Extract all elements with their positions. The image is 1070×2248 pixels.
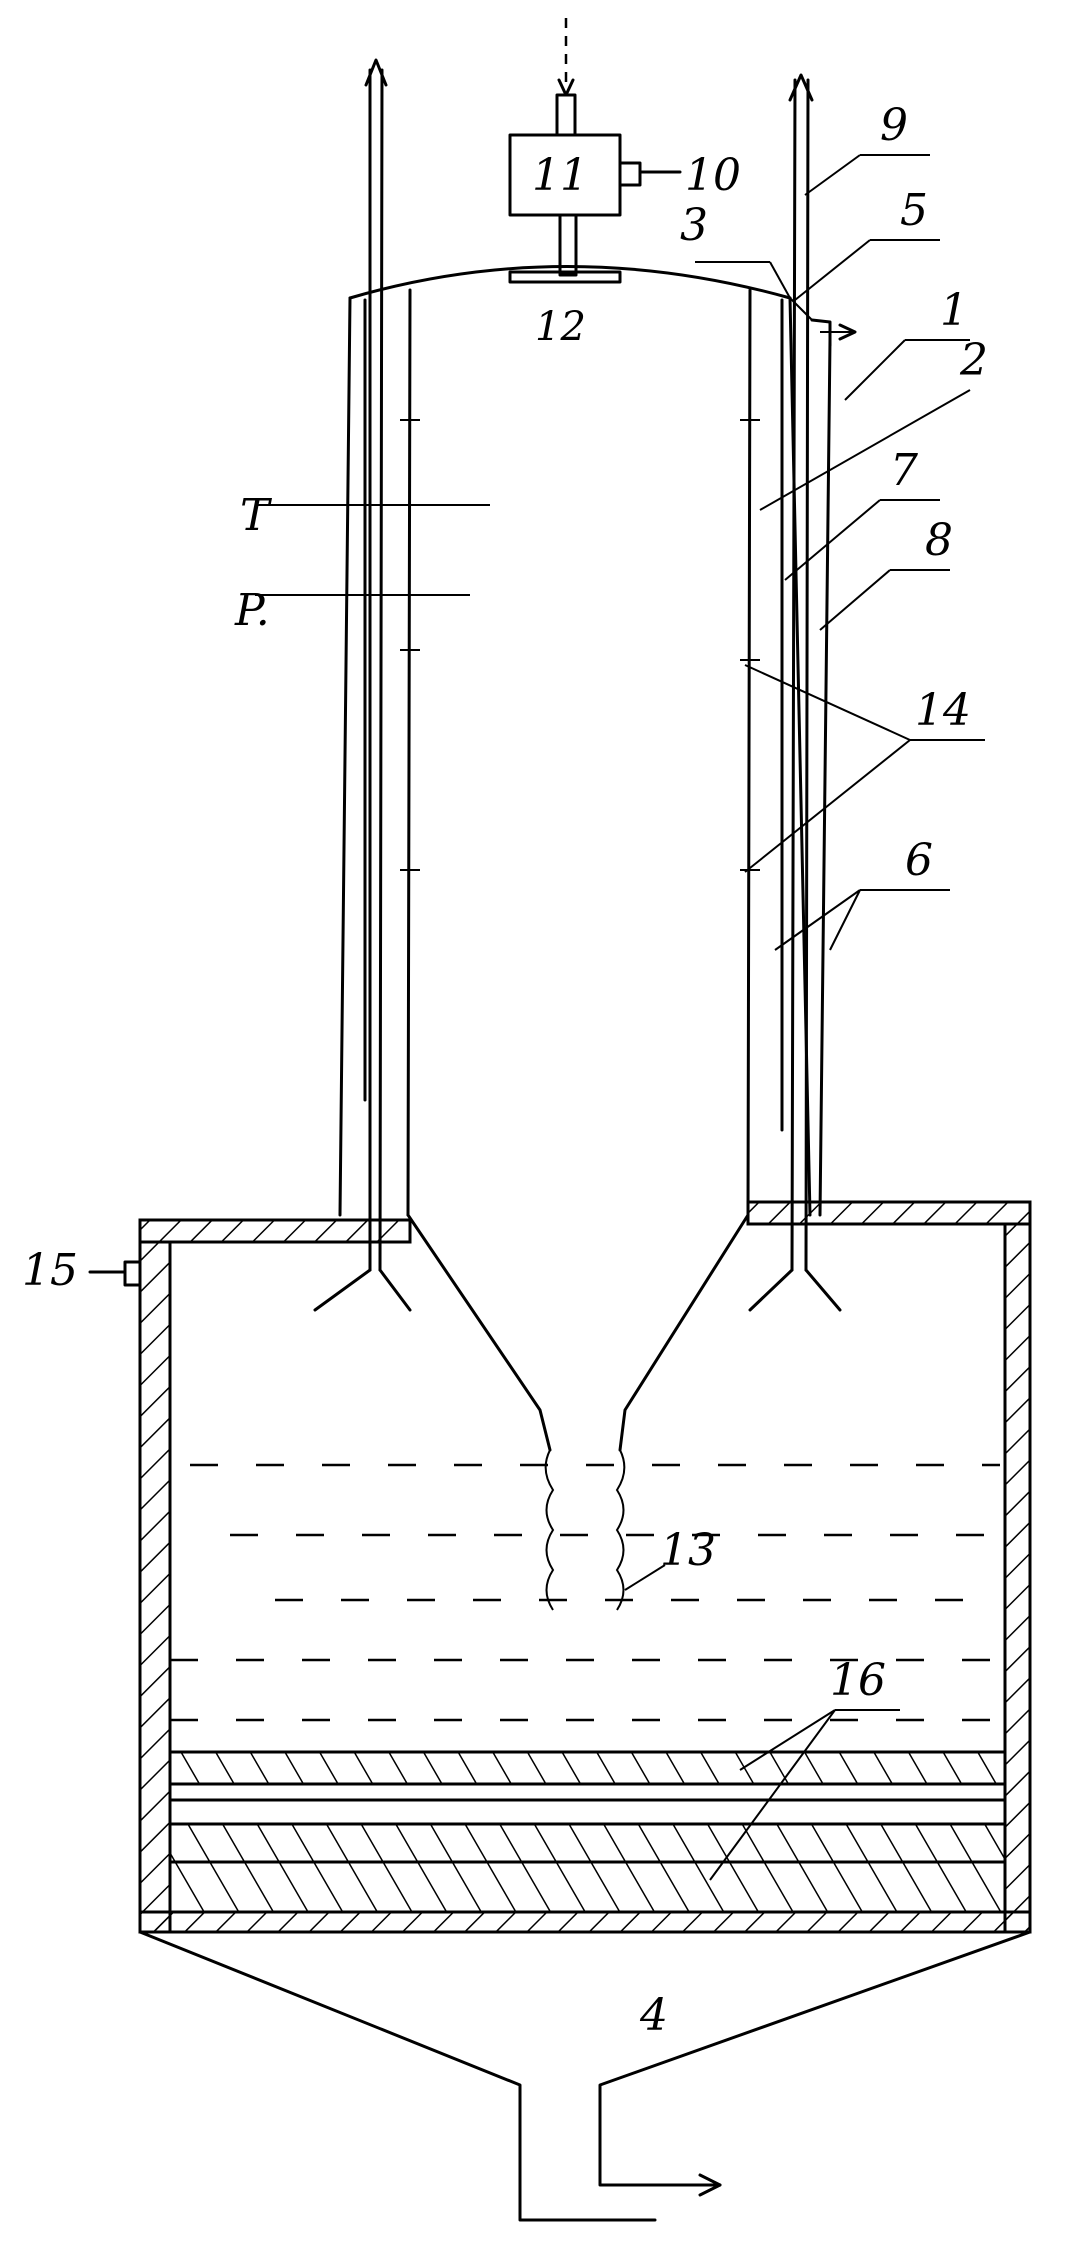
reactor-funnel xyxy=(406,1213,750,1611)
water-levels xyxy=(170,1463,1000,1722)
feed-inlet xyxy=(555,18,577,137)
label-8: 8 xyxy=(925,515,953,566)
label-P: P. xyxy=(234,585,270,636)
right-gas-tube xyxy=(748,73,842,1312)
label-9: 9 xyxy=(880,100,908,151)
label-1: 1 xyxy=(940,285,968,336)
label-15: 15 xyxy=(22,1245,78,1296)
label-5: 5 xyxy=(900,185,928,236)
label-2: 2 xyxy=(959,335,988,386)
label-16: 16 xyxy=(830,1655,886,1706)
feeder-box xyxy=(508,133,682,284)
sensor-ticks xyxy=(400,419,760,871)
label-4: 4 xyxy=(639,1990,668,2041)
water-tank xyxy=(88,1200,1032,1934)
label-3: 3 xyxy=(680,200,708,251)
label-6: 6 xyxy=(905,835,933,886)
leader-lines xyxy=(255,154,985,1881)
label-11: 11 xyxy=(532,150,588,201)
label-7: 7 xyxy=(890,445,918,496)
label-T: T xyxy=(240,490,273,541)
filter-layers xyxy=(168,1750,1007,1914)
label-10: 10 xyxy=(685,150,741,201)
label-14: 14 xyxy=(915,685,971,736)
left-gas-tube xyxy=(313,58,412,1312)
dome-top xyxy=(348,265,792,300)
label-13: 13 xyxy=(660,1525,716,1576)
label-12: 12 xyxy=(535,304,586,350)
column-walls xyxy=(338,288,857,1217)
bottom-cone xyxy=(138,1930,1032,2222)
